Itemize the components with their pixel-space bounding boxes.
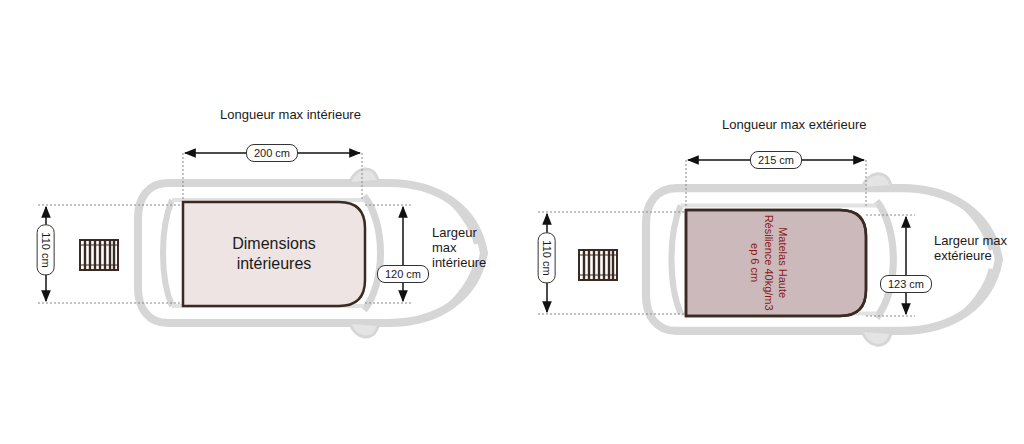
- bed-area-shape: Dimensions intérieures: [183, 202, 365, 306]
- dimension-caption: Longueur max extérieure: [722, 117, 872, 132]
- shape-text: Matelas Haute Résilience 40kg/m3 ep 6 cm: [747, 211, 788, 315]
- dimension-value: 120 cm: [385, 266, 421, 282]
- dimension-caption: Largeur max extérieure: [934, 233, 1014, 263]
- dimension-pill: 200 cm: [246, 144, 298, 162]
- dimension-value: 123 cm: [888, 276, 924, 292]
- dimension-pill: 123 cm: [880, 275, 932, 293]
- dimension-value: 200 cm: [254, 145, 290, 161]
- dimension-pill: 120 cm: [377, 265, 429, 283]
- dimension-value: 215 cm: [758, 152, 794, 168]
- dimension-caption: Longueur max intérieure: [220, 107, 370, 122]
- dimension-value: 110 cm: [38, 232, 54, 267]
- shape-text: Dimensions intérieures: [209, 234, 339, 274]
- dimension-pill: 215 cm: [750, 151, 802, 169]
- dimension-value: 110 cm: [539, 240, 555, 275]
- dimension-caption: Largeur max intérieure: [432, 225, 494, 270]
- dimension-pill: 110 cm: [37, 224, 55, 275]
- dimension-pill: 110 cm: [538, 232, 556, 283]
- shape-outline: [686, 210, 866, 316]
- shape-outline: [183, 202, 365, 306]
- bed-area-shape: Matelas Haute Résilience 40kg/m3 ep 6 cm: [686, 210, 866, 316]
